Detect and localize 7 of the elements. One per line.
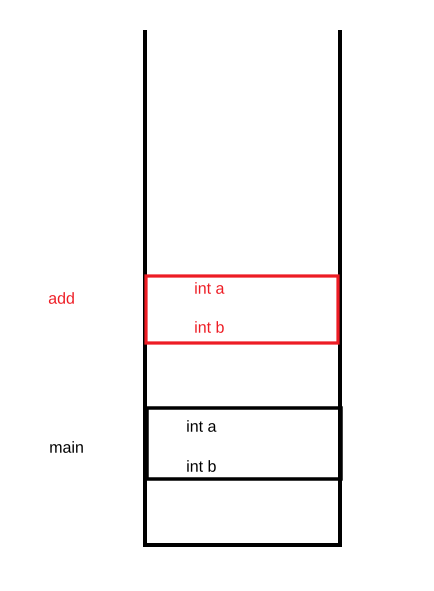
frame-name: add [48, 292, 74, 304]
stack-drawing [143, 30, 342, 547]
variable-label: int a [195, 282, 224, 294]
variable-label: int b [187, 460, 216, 472]
variable-label: int b [195, 321, 224, 333]
frame-name: main [50, 441, 83, 453]
variable-label: int a [187, 420, 216, 432]
